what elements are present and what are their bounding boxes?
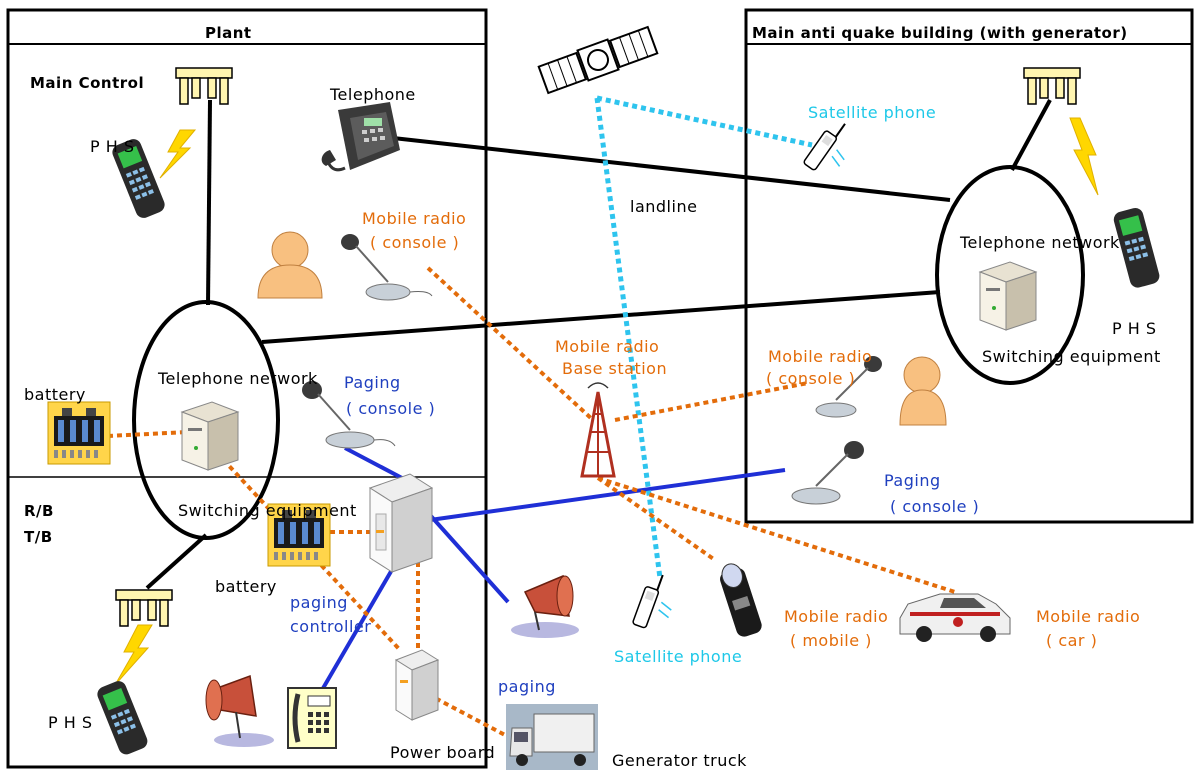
radio-tower-icon (580, 382, 616, 478)
battery-icon (267, 503, 331, 567)
mobile-radio-console-label: Mobile radio (768, 347, 873, 366)
mobile-radio-car-label: ( car ) (1046, 631, 1098, 650)
switching-equipment-label: Switching equipment (178, 501, 357, 520)
power-board-icon (394, 649, 440, 721)
lightning-icon (1069, 117, 1099, 196)
lightning-icon (114, 624, 153, 686)
telephone-network-left-ellipse (132, 300, 280, 540)
generator-truck-label: Generator truck (612, 751, 747, 770)
mobile-radio-mobile-label: ( mobile ) (790, 631, 872, 650)
main-building-area (744, 8, 1194, 524)
mobile-radio-handset-icon (720, 563, 762, 637)
paging-controller-label: controller (290, 617, 372, 636)
paging-label: paging (498, 677, 556, 696)
radio-car-icon (899, 593, 1011, 642)
telephone-network-right-ellipse (935, 165, 1085, 385)
tb-label: T/B (24, 528, 53, 546)
switching-equipment-label: Switching equipment (982, 347, 1161, 366)
phs-antenna-icon (1023, 67, 1081, 105)
mobile-radio-mobile-label: Mobile radio (784, 607, 889, 626)
paging-console-label: Paging (884, 471, 941, 490)
operator-person-icon (257, 231, 323, 299)
paging-console-label: ( console ) (890, 497, 980, 516)
lightning-icon (159, 129, 197, 179)
satellite-phone-label: Satellite phone (808, 103, 937, 122)
paging-console-icon (791, 441, 864, 505)
battery-label: battery (24, 385, 86, 404)
paging-telephone-icon (287, 687, 337, 749)
plant-area-title: Plant (205, 24, 252, 42)
console-label: ( console ) (370, 233, 460, 252)
paging-console-label: ( console ) (346, 399, 436, 418)
console-label: ( console ) (766, 369, 856, 388)
speaker-horn-icon (205, 674, 274, 747)
phs-handset-icon (97, 681, 148, 755)
speaker-horn-icon (511, 574, 579, 638)
paging-controller-icon (368, 473, 434, 573)
telephone-network-label: Telephone network (960, 233, 1120, 252)
power-board-label: Power board (390, 743, 496, 762)
paging-console-icon (302, 381, 396, 449)
battery-label: battery (215, 577, 277, 596)
satellite-icon (537, 25, 659, 95)
radio-console-icon (815, 356, 882, 418)
telephone-icon (321, 102, 400, 172)
generator-truck-icon (506, 704, 598, 770)
paging-console-label: Paging (344, 373, 401, 392)
main-building-title: Main anti quake building (with generator… (752, 24, 1128, 42)
radio-console-icon (341, 234, 433, 301)
phs-antenna-icon (175, 67, 233, 105)
paging-controller-label: paging (290, 593, 348, 612)
phs-handset-icon (112, 139, 165, 218)
mobile-radio-car-label: Mobile radio (1036, 607, 1141, 626)
paging-connections (320, 446, 786, 692)
satellite-links (594, 95, 813, 579)
switching-server-icon (978, 261, 1038, 331)
radio-power-links (107, 266, 956, 737)
base-station-label: Base station (562, 359, 668, 378)
operator-person-icon (899, 356, 947, 426)
mobile-radio-base-label: Mobile radio (555, 337, 660, 356)
landline-connections (145, 99, 1052, 590)
switching-server-icon (180, 401, 240, 471)
phs-antenna-icon (115, 589, 173, 627)
phs-label: P H S (1112, 319, 1157, 338)
satellite-phone-icon (803, 123, 846, 171)
landline-label: landline (630, 197, 698, 216)
battery-icon (47, 401, 111, 465)
phs-label: P H S (48, 713, 93, 732)
main-control-label: Main Control (30, 74, 145, 92)
rb-label: R/B (24, 502, 54, 520)
mobile-radio-console-label: Mobile radio (362, 209, 467, 228)
satellite-phone-label: Satellite phone (614, 647, 743, 666)
phs-handset-icon (1113, 208, 1160, 288)
telephone-label: Telephone (330, 85, 416, 104)
satellite-phone-icon (632, 574, 672, 629)
telephone-network-label: Telephone network (158, 369, 318, 388)
phs-label: P H S (90, 137, 135, 156)
